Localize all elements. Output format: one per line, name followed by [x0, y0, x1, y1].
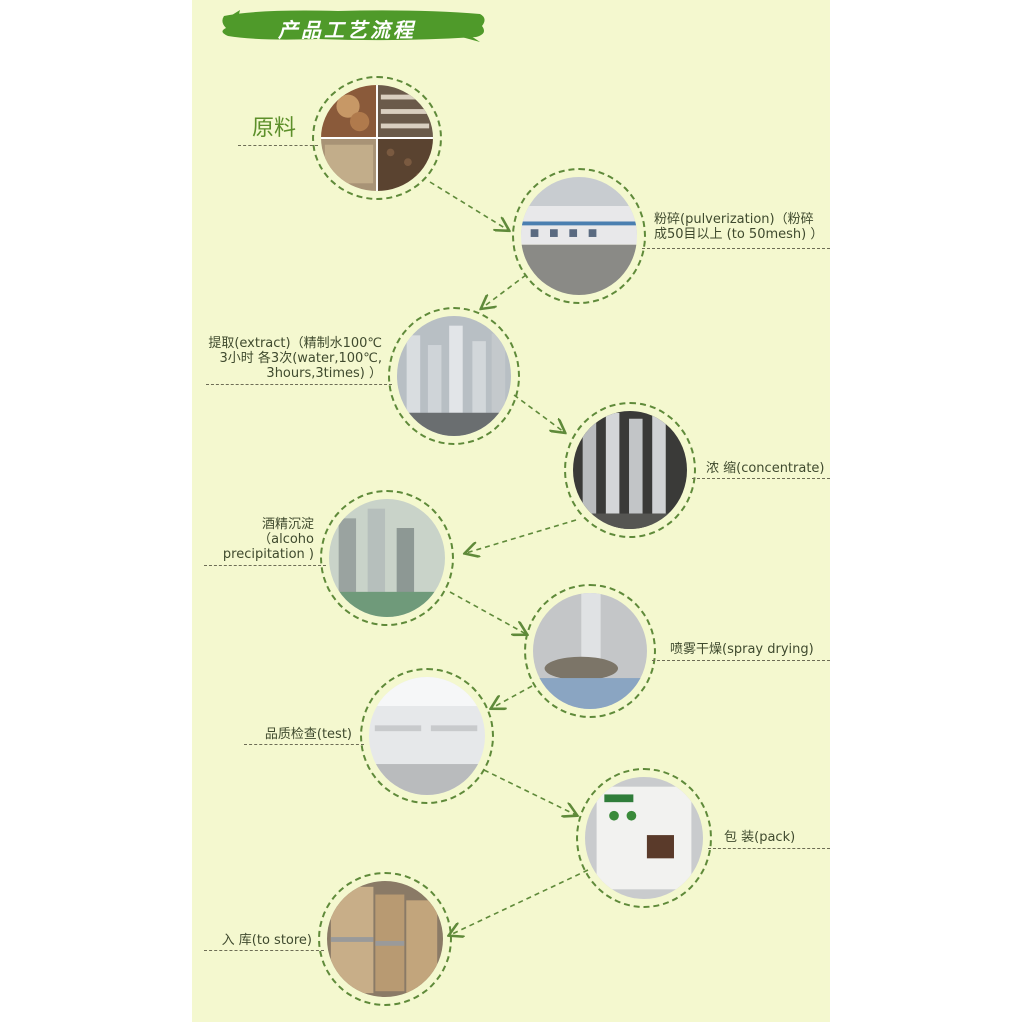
arrow-4	[466, 519, 577, 553]
guide-line-concentrate	[692, 478, 830, 479]
arrow-7	[483, 769, 576, 815]
brush-stroke-banner	[222, 10, 485, 42]
flow-panel: 产品工艺流程	[192, 0, 830, 1022]
arrow-2	[482, 274, 527, 308]
step-raw-material-photo	[312, 76, 442, 200]
guide-line-raw-material	[238, 145, 318, 146]
step-label-store: 入 库(to store)	[221, 933, 312, 948]
flow-arrows	[429, 181, 589, 1022]
concentrator-columns-photo-icon	[573, 411, 687, 529]
step-label-pulverization: 粉碎(pulverization)（粉碎 成50目以上 (to 50mesh) …	[654, 212, 824, 242]
banner-title: 产品工艺流程	[278, 18, 416, 42]
step-label-test: 品质检查(test)	[264, 727, 352, 742]
step-extract-photo	[388, 307, 520, 445]
factory-building-photo-icon	[521, 177, 637, 295]
arrow-6	[492, 685, 533, 708]
step-pulverization-photo	[512, 168, 646, 304]
guide-line-test	[244, 744, 364, 745]
step-store-photo	[318, 872, 452, 1006]
step-label-concentrate: 浓 缩(concentrate)	[706, 461, 825, 476]
mushroom-photo-icon	[321, 85, 433, 191]
title-banner: 产品工艺流程	[218, 6, 488, 44]
step-label-precipitation: 酒精沉淀 （alcoho precipitation )	[222, 517, 314, 562]
arrow-5	[449, 591, 526, 634]
guide-line-precipitation	[204, 565, 326, 566]
step-test-photo	[360, 668, 494, 804]
step-label-spray-drying: 喷雾干燥(spray drying)	[670, 642, 814, 657]
step-spray-drying-photo	[524, 584, 656, 718]
step-label-extract: 提取(extract)（精制水100℃ 3小时 各3次(water,100℃, …	[208, 336, 382, 381]
clean-room-photo-icon	[369, 677, 485, 795]
guide-line-store	[204, 950, 324, 951]
step-precipitation-photo	[320, 490, 454, 626]
arrow-1	[429, 181, 508, 230]
arrow-3	[513, 394, 564, 432]
step-pack-photo	[576, 768, 712, 908]
guide-line-spray-drying	[652, 660, 830, 661]
arrow-8	[450, 869, 589, 935]
guide-line-extract	[206, 384, 392, 385]
precipitation-equipment-photo-icon	[329, 499, 445, 617]
step-label-pack: 包 装(pack)	[724, 830, 796, 845]
guide-line-pulverization	[642, 248, 830, 249]
guide-line-pack	[708, 848, 830, 849]
product-bag-photo-icon	[585, 777, 703, 899]
step-label-raw-material: 原料	[252, 116, 297, 141]
step-concentrate-photo	[564, 402, 696, 538]
storage-drums-photo-icon	[327, 881, 443, 997]
spray-dryer-photo-icon	[533, 593, 647, 709]
extraction-tanks-photo-icon	[397, 316, 511, 436]
